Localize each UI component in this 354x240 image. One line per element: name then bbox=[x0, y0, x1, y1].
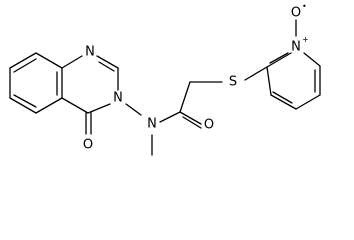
linker-bonds bbox=[125, 66, 268, 156]
atom-n-quinazoline-top: N bbox=[85, 45, 95, 60]
benzene-ring bbox=[9, 52, 63, 114]
atom-n-amide: N bbox=[147, 117, 157, 132]
molecule-structure-diagram: N N O N O S N + O • bbox=[9, 2, 321, 156]
atom-n-pyridine: N bbox=[291, 40, 301, 55]
atom-n-quinazoline-3: N bbox=[113, 91, 123, 106]
atom-o-oxide: O bbox=[291, 6, 301, 21]
pyridine-n-oxide-ring bbox=[266, 19, 321, 110]
pyrimidinone-ring bbox=[61, 55, 119, 135]
atom-s-thioether: S bbox=[229, 75, 237, 90]
charge-plus: + bbox=[302, 35, 309, 44]
atom-o-amide: O bbox=[204, 118, 214, 133]
atom-o-carbonyl-ring: O bbox=[83, 138, 93, 153]
oxide-radical-dot: • bbox=[302, 2, 307, 11]
